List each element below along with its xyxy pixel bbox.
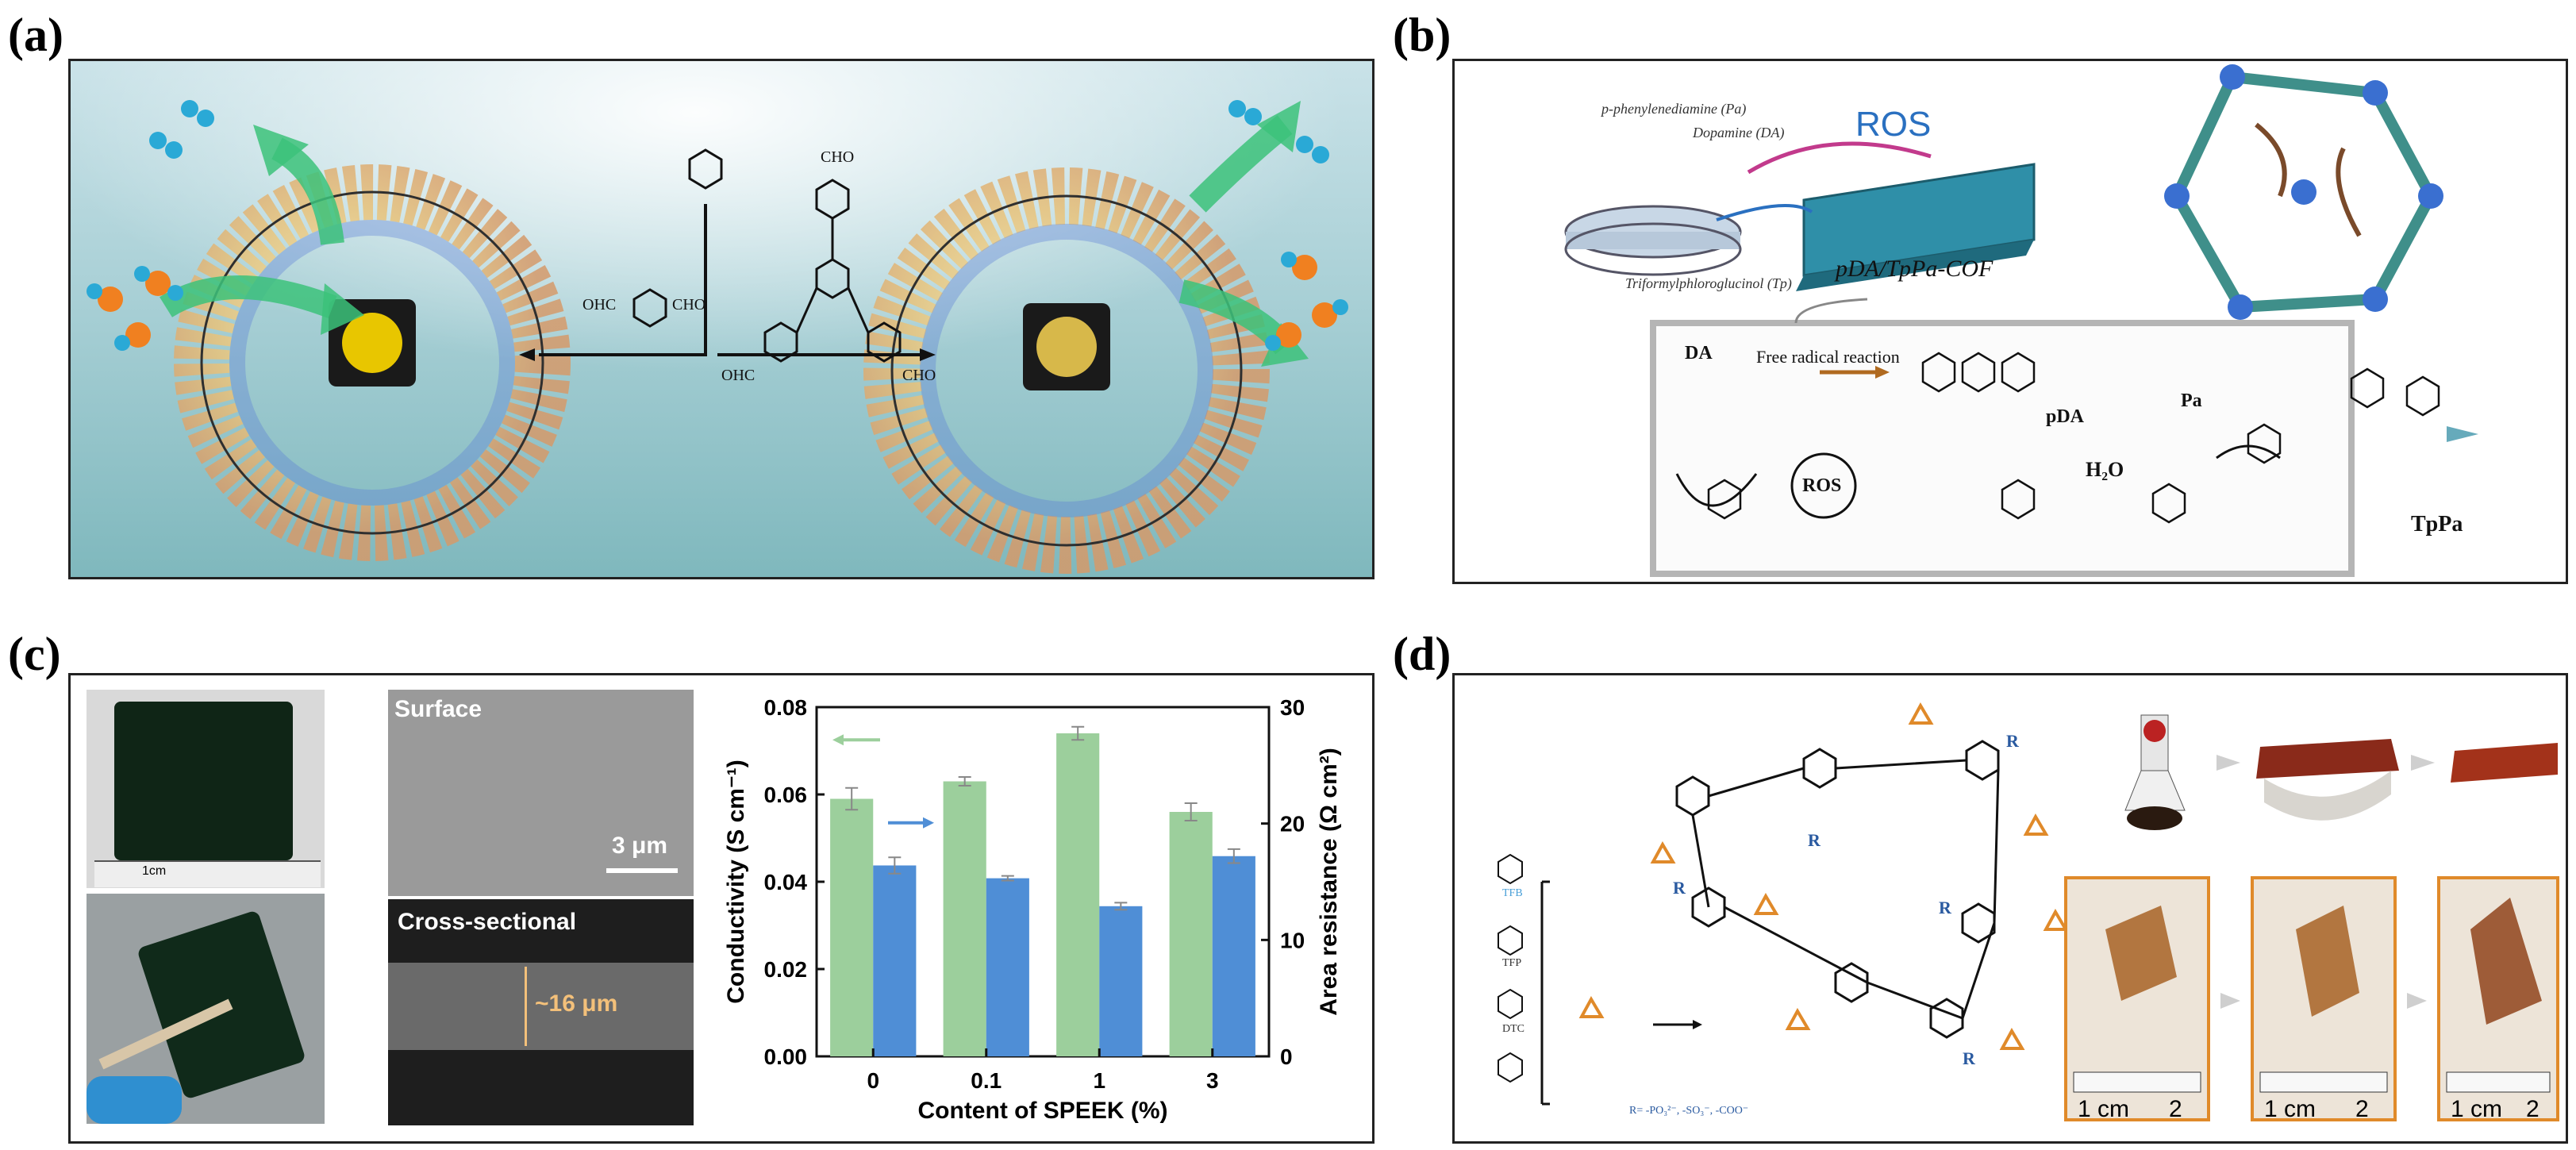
resistance-bar — [1099, 906, 1143, 1056]
sem-thickness-label: ~16 μm — [535, 990, 618, 1017]
ruler-b-1cm: 1 cm — [2264, 1096, 2316, 1122]
conductivity-bar — [943, 781, 986, 1056]
y2-tick-label: 20 — [1280, 812, 1305, 837]
trialdehyde-right-label: CHO — [902, 367, 936, 384]
ruler-c-2: 2 — [2526, 1096, 2539, 1122]
r-label-3: R — [2006, 731, 2019, 751]
x-tick-label: 0.1 — [971, 1068, 1002, 1093]
membrane-photo-bent — [87, 894, 325, 1124]
panel-a-label: (a) — [8, 9, 63, 61]
panel-c-label: (c) — [8, 628, 61, 680]
pa-label: p-phenylenediamine (Pa) — [1601, 101, 1747, 117]
membrane-photo-flat: 1cm — [87, 690, 325, 888]
x-tick-label: 3 — [1206, 1068, 1219, 1093]
panel-b-label: (b) — [1393, 9, 1451, 61]
ruler-b-2: 2 — [2355, 1096, 2369, 1122]
sem-cross-label: Cross-sectional — [398, 909, 577, 935]
r-label-4: R — [1939, 898, 1951, 917]
resistance-bar — [986, 878, 1029, 1056]
resistance-bar — [873, 865, 917, 1056]
y2-tick-label: 30 — [1280, 695, 1305, 720]
h2o-label: H₂O — [2086, 458, 2124, 481]
da-top-label: Dopamine (DA) — [1693, 125, 1785, 140]
dtc-label: DTC — [1502, 1023, 1524, 1035]
panel-c-frame: 1cm Surface 3 μm Cross-sectional ~16 μm … — [68, 673, 1375, 1144]
ros-top-label: ROS — [1855, 105, 1932, 144]
ruler-a-1cm: 1 cm — [2078, 1096, 2130, 1122]
left-axis-arrowhead — [832, 734, 844, 746]
y-axis-label: Conductivity (S cm⁻¹) — [723, 760, 749, 1004]
r-definition: R= -PO₃²⁻, -SO₃⁻, -COO⁻ — [1629, 1105, 1749, 1117]
y-tick-label: 0.06 — [764, 783, 808, 807]
molecules — [87, 100, 1348, 351]
ruler-cm-label: 1cm — [142, 864, 167, 878]
cof-label: pDA/TpPa-COF — [1836, 256, 1994, 282]
tppa-label: TpPa — [2411, 512, 2463, 537]
pa-arrow-label: Pa — [2181, 390, 2202, 411]
trialdehyde-left-label: OHC — [721, 367, 755, 384]
x-tick-label: 1 — [1093, 1068, 1105, 1093]
ros-circle-label: ROS — [1802, 475, 1842, 496]
ruler-c-1cm: 1 cm — [2451, 1096, 2503, 1122]
tfp-label: TFP — [1502, 957, 1522, 969]
da-label: DA — [1685, 343, 1713, 363]
resistance-bar — [1212, 856, 1255, 1056]
cof-macrocycle — [1675, 740, 2000, 1039]
panel-a-frame: OHC CHO CHO OHC CHO — [68, 59, 1375, 579]
panel-d-illustration — [1498, 702, 2559, 1121]
conductivity-bar — [1169, 812, 1213, 1056]
free-radical-label: Free radical reaction — [1756, 347, 1900, 367]
tp-label: Triformylphloroglucinol (Tp) — [1625, 275, 1792, 291]
y2-tick-label: 10 — [1280, 928, 1305, 952]
r-label-1: R — [1673, 878, 1686, 898]
conductivity-bar — [1056, 733, 1100, 1056]
sem-cross-section: Cross-sectional ~16 μm — [388, 899, 694, 1125]
aldehyde-ohc-label: OHC — [582, 296, 617, 313]
sem-scale-label: 3 μm — [612, 833, 668, 859]
panel-a-illustration — [71, 61, 1372, 577]
x-axis-label: Content of SPEEK (%) — [918, 1098, 1168, 1124]
panel-b-frame: p-phenylenediamine (Pa) Dopamine (DA) Tr… — [1452, 59, 2568, 584]
y2-axis-label: Area resistance (Ω cm²) — [1316, 748, 1342, 1016]
r-label-5: R — [1963, 1048, 1975, 1068]
tfb-label: TFB — [1502, 887, 1523, 899]
sem-surface: Surface 3 μm — [388, 690, 694, 896]
panel-b-illustration — [1564, 64, 2478, 577]
y-tick-label: 0.02 — [764, 957, 808, 982]
y-tick-label: 0.08 — [764, 695, 808, 720]
sem-surface-label: Surface — [394, 696, 483, 722]
y-tick-label: 0.04 — [764, 870, 808, 894]
panel-d-label: (d) — [1393, 628, 1451, 680]
r-label-2: R — [1808, 830, 1821, 850]
conductivity-bar — [830, 798, 874, 1056]
trialdehyde-top-label: CHO — [821, 148, 855, 166]
x-tick-label: 0 — [867, 1068, 879, 1093]
y2-tick-label: 0 — [1280, 1044, 1293, 1069]
right-axis-arrowhead — [923, 817, 934, 829]
panel-d-frame: TFB TFP DTC R= -PO₃²⁻, -SO₃⁻, -COO⁻ R R … — [1452, 673, 2568, 1144]
ruler-a-2: 2 — [2169, 1096, 2182, 1122]
aldehyde-cho-label: CHO — [672, 296, 706, 313]
sem-scale-bar — [606, 868, 678, 873]
y-tick-label: 0.00 — [764, 1044, 808, 1069]
right-cof-ring — [863, 167, 1270, 574]
pda-label: pDA — [2046, 406, 2085, 427]
conductivity-chart: 0.00 0.02 0.04 0.06 0.08 0 10 20 30 0 0.1 1 3Content… — [723, 695, 1342, 1124]
